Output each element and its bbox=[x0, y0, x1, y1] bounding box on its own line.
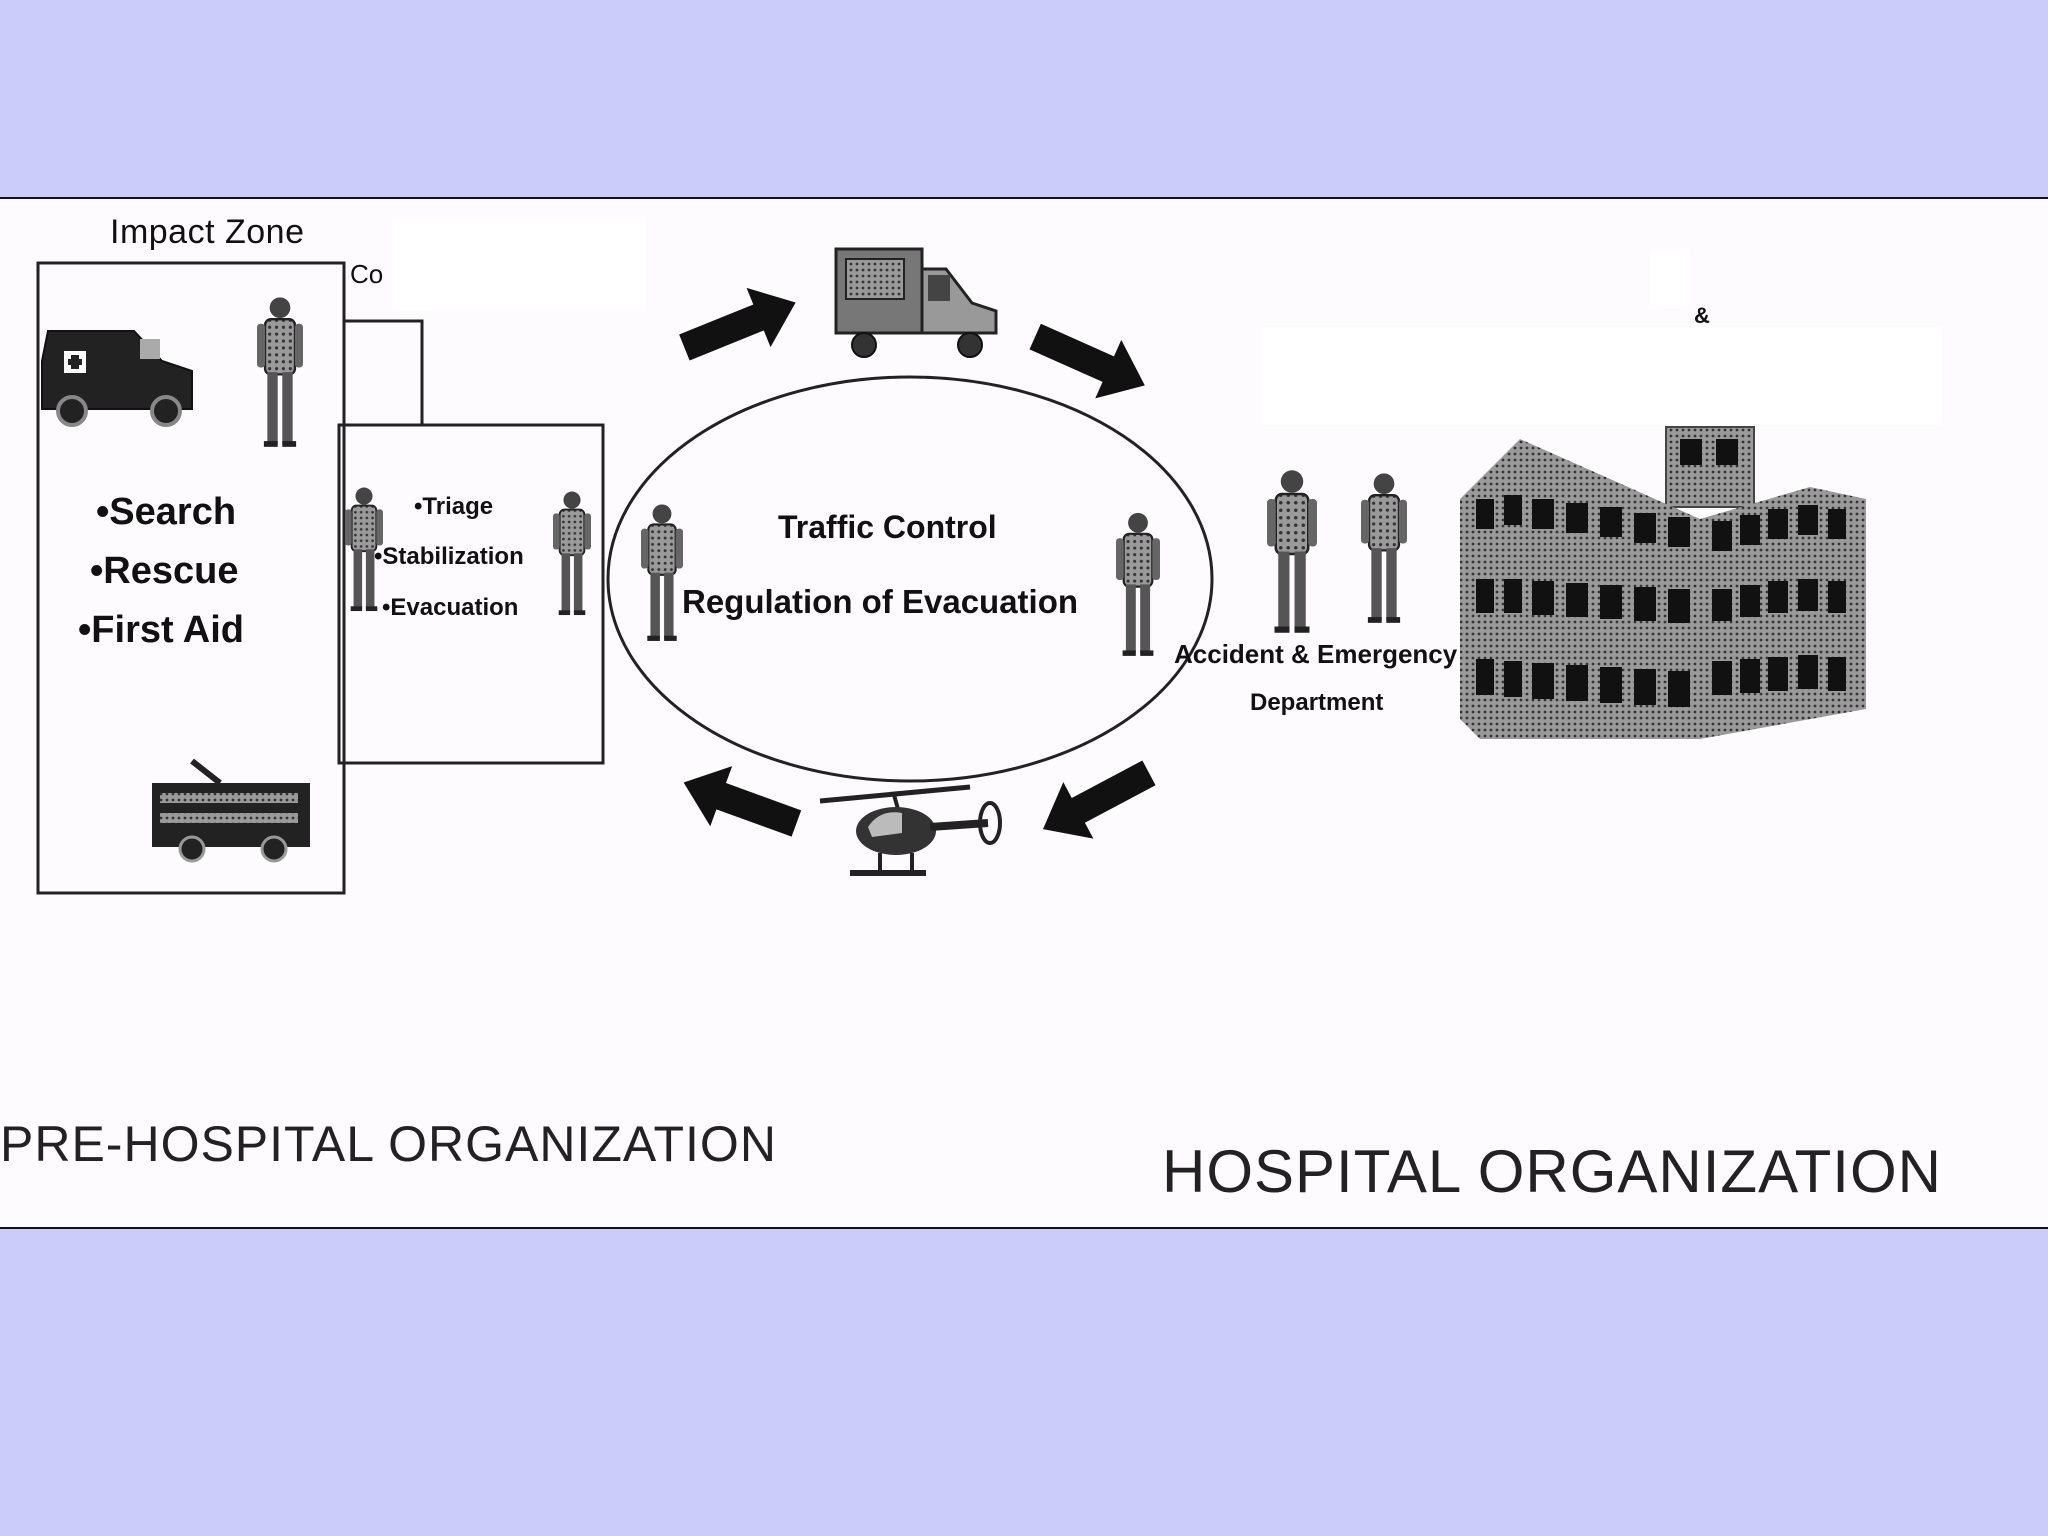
person-icon bbox=[255, 296, 305, 449]
white-mask-right bbox=[1262, 327, 1942, 425]
impact-zone-title: Impact Zone bbox=[110, 213, 305, 251]
triage-box bbox=[337, 423, 605, 765]
person-icon bbox=[1265, 469, 1319, 634]
impact-zone-tab bbox=[344, 319, 424, 425]
department-label-line2: Department bbox=[1250, 689, 1384, 716]
pre-hospital-footer: PRE-HOSPITAL ORGANIZATION bbox=[0, 1116, 777, 1172]
department-label-line1: Accident & Emergency bbox=[1174, 639, 1458, 669]
person-icon bbox=[552, 490, 592, 616]
ambulance-icon bbox=[834, 247, 998, 358]
triage-item-stabilization: •Stabilization bbox=[374, 543, 524, 570]
small-mark: & bbox=[1694, 303, 1710, 328]
fire-truck-icon bbox=[152, 758, 310, 863]
evacuation-cycle-ellipse bbox=[606, 375, 1214, 783]
traffic-control-label: Traffic Control bbox=[778, 509, 997, 545]
impact-item-search: •Search bbox=[96, 491, 237, 533]
cut-off-label: Co bbox=[350, 259, 384, 289]
arrow-icon bbox=[1043, 760, 1156, 839]
person-icon bbox=[639, 503, 685, 643]
white-mask-top bbox=[392, 217, 646, 311]
impact-item-rescue: •Rescue bbox=[90, 550, 239, 592]
helicopter-icon bbox=[819, 784, 1002, 876]
hospital-footer: HOSPITAL ORGANIZATION bbox=[1162, 1138, 1942, 1205]
diagram-graphics bbox=[36, 217, 1942, 895]
arrow-icon bbox=[679, 287, 796, 361]
impact-zone-box bbox=[36, 261, 346, 895]
triage-item-evacuation: •Evacuation bbox=[382, 594, 519, 621]
ambulance-icon bbox=[41, 330, 193, 427]
arrow-icon bbox=[1029, 323, 1145, 399]
person-icon bbox=[1114, 511, 1162, 658]
triage-item-triage: •Triage bbox=[414, 493, 494, 520]
white-mask-small bbox=[1650, 249, 1690, 309]
arrow-icon bbox=[683, 766, 802, 837]
impact-item-first-aid: •First Aid bbox=[78, 609, 245, 651]
regulation-label: Regulation of Evacuation bbox=[682, 583, 1079, 620]
hospital-building-icon bbox=[1460, 426, 1866, 739]
person-icon bbox=[1359, 472, 1409, 624]
diagram-figure: Impact Zone Co •Search •Rescue •First Ai… bbox=[0, 197, 2048, 1229]
